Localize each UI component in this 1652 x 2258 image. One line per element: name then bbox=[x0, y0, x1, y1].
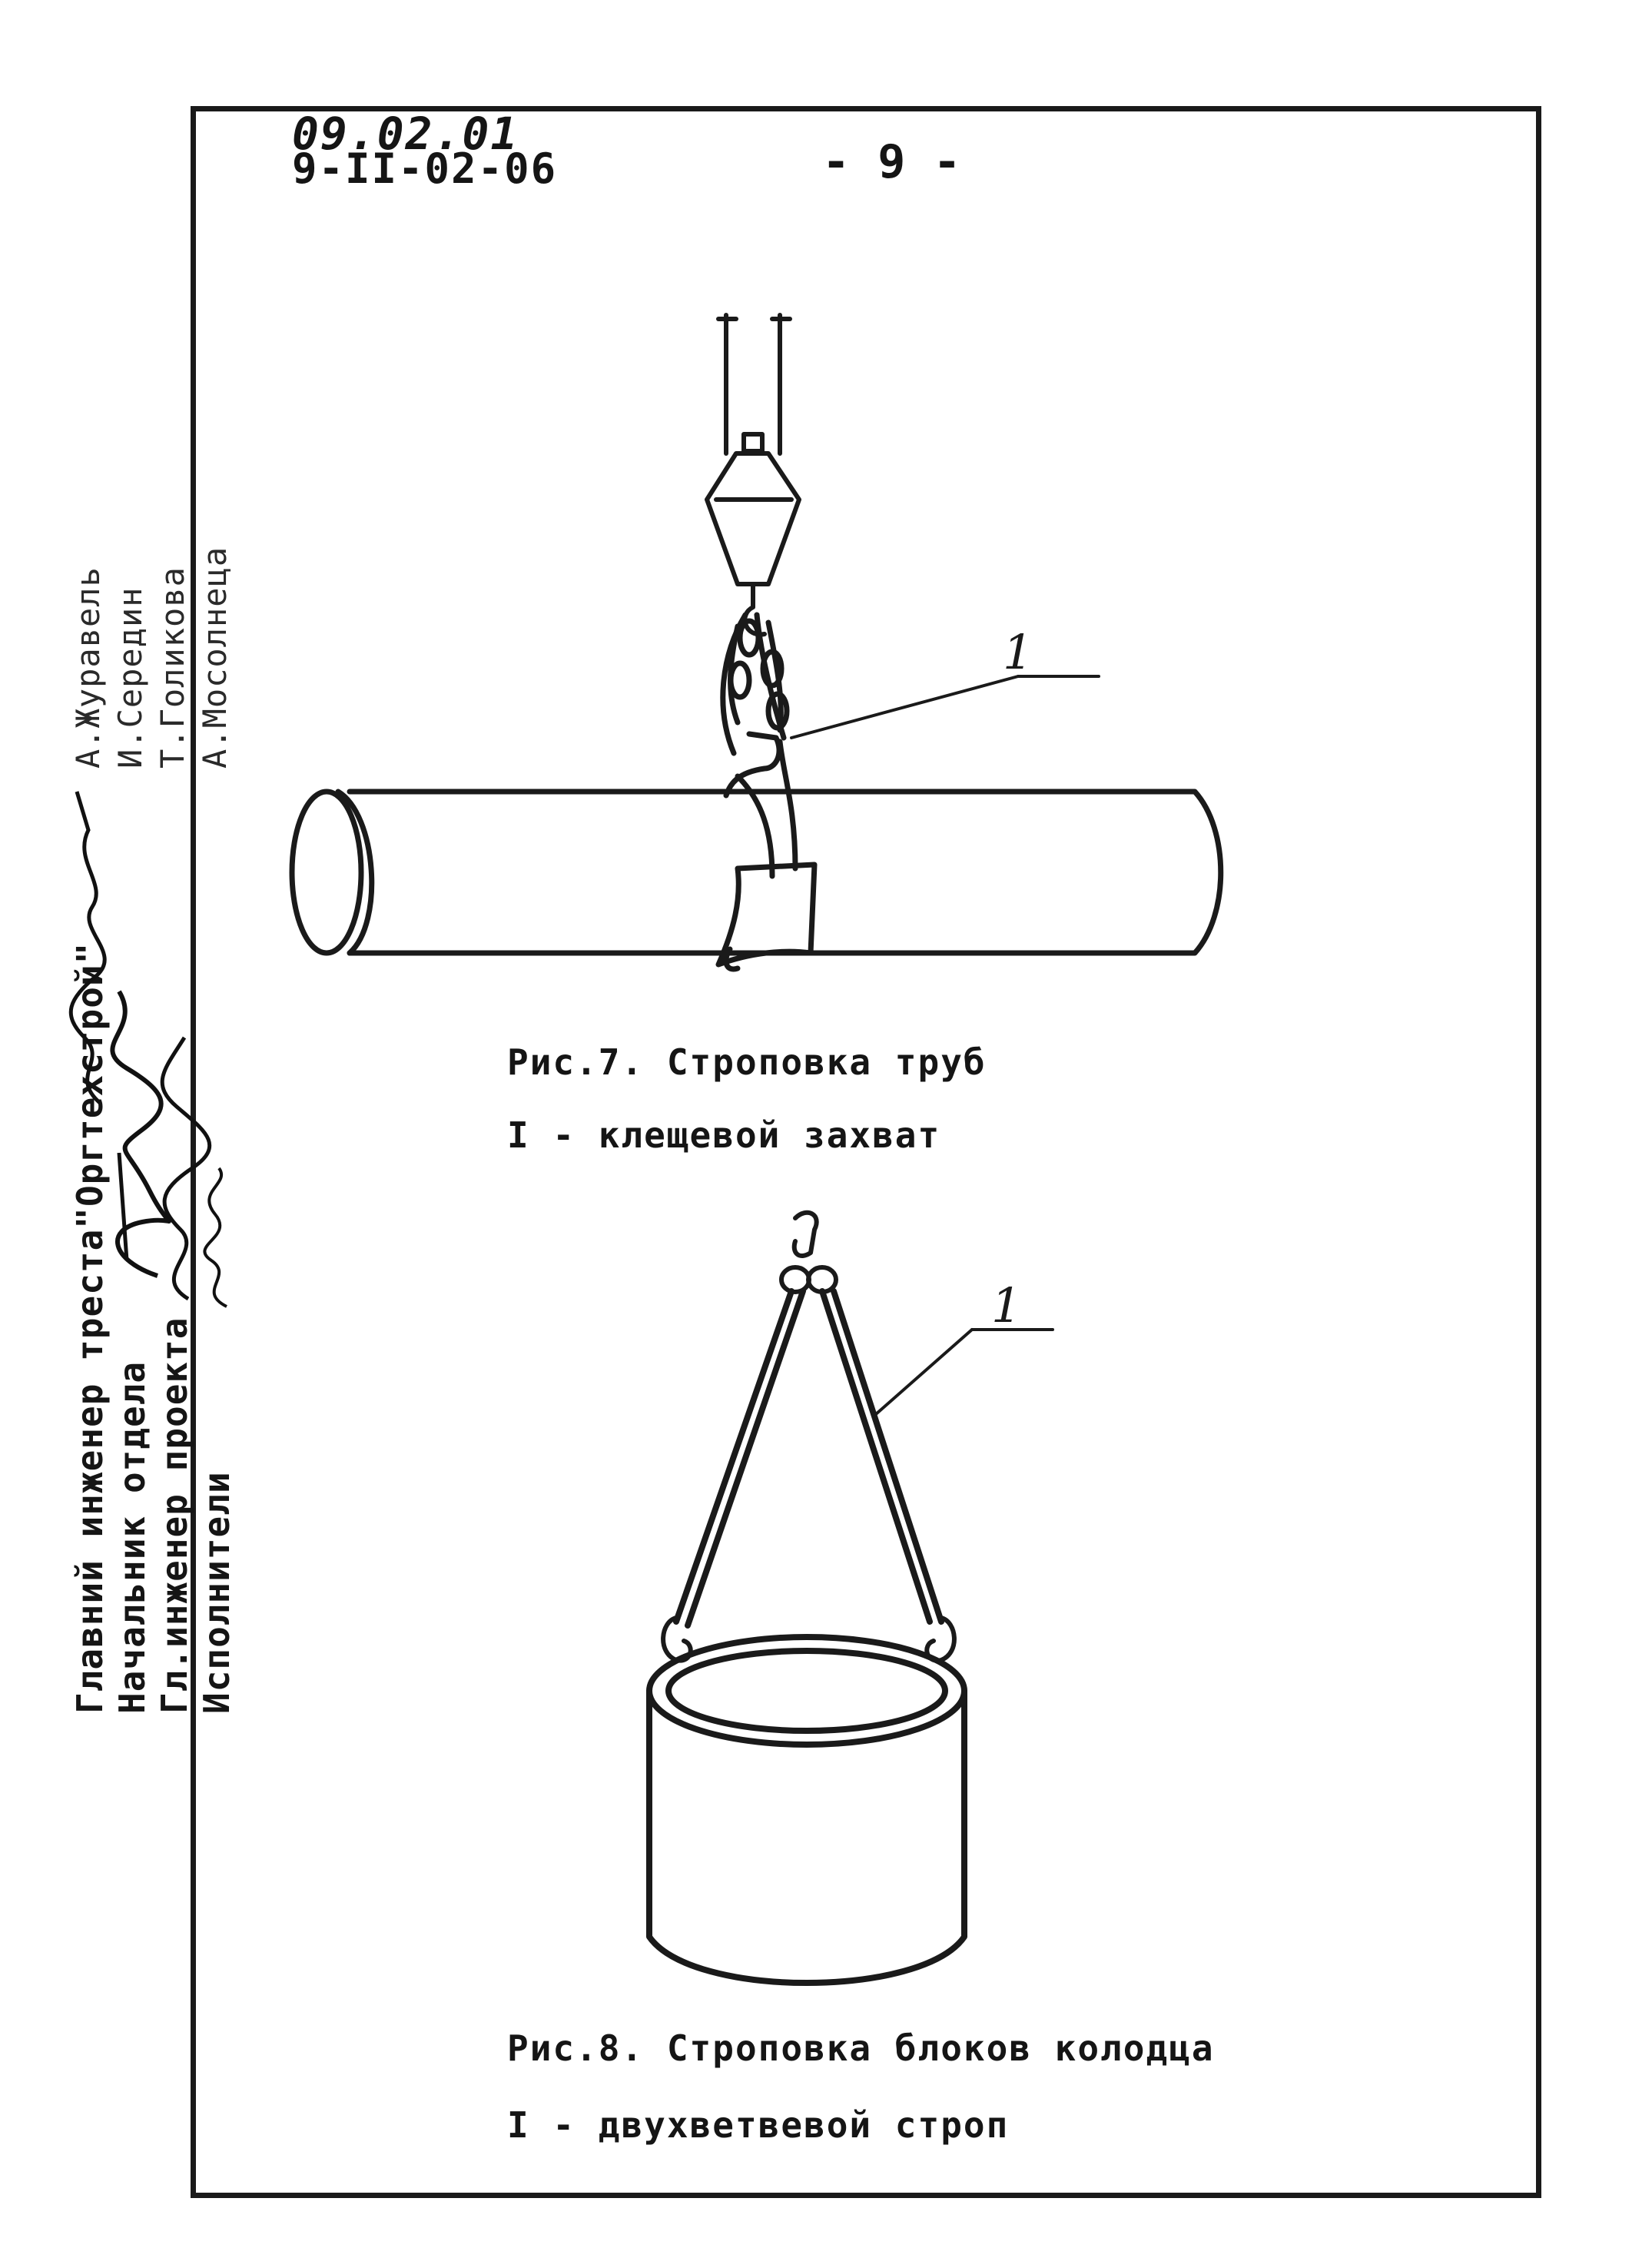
page-frame bbox=[191, 106, 1541, 2198]
approval-row-executors: Исполнители А.Мосолнеца bbox=[196, 407, 237, 1714]
signature-scribble bbox=[68, 791, 107, 1104]
document-code: 9-II-02-06 bbox=[292, 144, 558, 193]
callout-leader bbox=[874, 1328, 1054, 1416]
chain-sling bbox=[720, 612, 790, 756]
figure-7-caption: Рис.7. Строповка труб bbox=[507, 1041, 987, 1083]
callout-leader bbox=[790, 675, 1100, 739]
figure-7-legend: I - клещевой захват bbox=[507, 1114, 941, 1156]
tong-grip bbox=[715, 731, 818, 972]
signature-scribble bbox=[203, 1167, 227, 1308]
date-stamp: 09.02.01 bbox=[292, 108, 519, 160]
signature-scribble bbox=[110, 990, 171, 1278]
approval-row-chief-engineer: Главний инженер треста"Оргтехстрой" А.Жу… bbox=[68, 407, 111, 1714]
page-number: - 9 - bbox=[822, 135, 961, 189]
figure-8-caption: Рис.8. Строповка блоков колодца bbox=[507, 2027, 1215, 2069]
approval-block: Главний инженер треста"Оргтехстрой" А.Жу… bbox=[68, 407, 499, 1714]
pipe bbox=[289, 789, 1224, 956]
well-ring bbox=[646, 1634, 967, 1986]
crane-cables bbox=[716, 313, 792, 456]
approval-row-department-head: Начальник отдела И.Середин bbox=[110, 407, 171, 1714]
figure-8-legend: I - двухветвевой строп bbox=[507, 2104, 1010, 2146]
two-leg-sling bbox=[673, 1288, 944, 1629]
approval-row-project-engineer: Гл.инженер проекта Т.Голикова bbox=[154, 407, 212, 1714]
top-hook bbox=[779, 1210, 838, 1294]
signature-scribble bbox=[160, 1036, 212, 1301]
callout-label-fig8: 1 bbox=[991, 1277, 1021, 1333]
callout-label-fig7: 1 bbox=[1003, 624, 1033, 680]
